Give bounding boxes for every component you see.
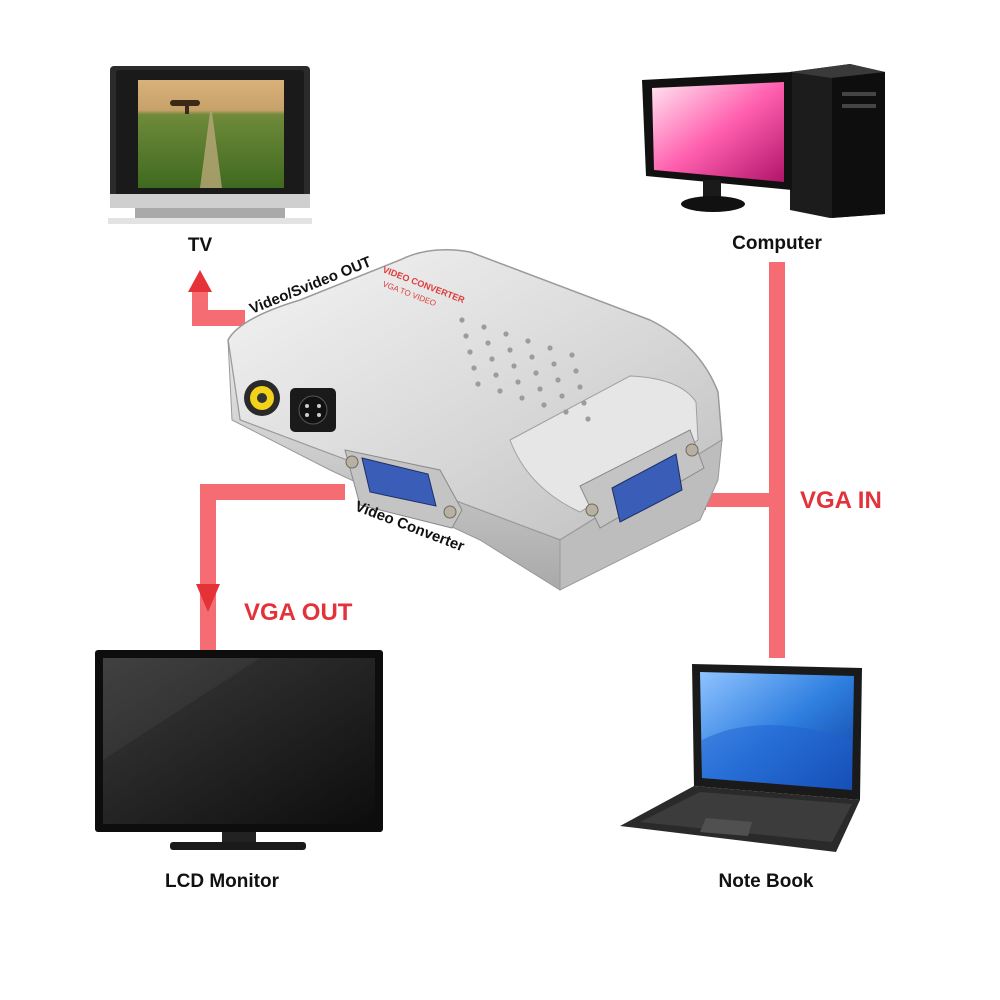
vent-hole [459,317,465,323]
lcd-monitor-device: LCD Monitor [95,650,383,892]
vga-out-port-icon [344,449,463,529]
vga-in-label: VGA IN [800,487,882,514]
vent-hole [511,363,517,369]
vent-hole [563,409,569,415]
tv-label: TV [188,235,213,256]
laptop-icon [620,664,862,852]
vent-hole [533,370,539,376]
vga-out-label: VGA OUT [244,599,353,626]
vga-out-line [200,484,345,650]
lcd-monitor-icon [95,650,383,850]
vent-hole [529,354,535,360]
lcd-monitor-label: LCD Monitor [165,871,280,892]
notebook-label: Note Book [719,871,814,892]
crt-tv-icon [108,66,312,224]
vent-hole [485,340,491,346]
vent-hole [551,361,557,367]
desktop-computer-icon [642,64,885,218]
vent-hole [525,338,531,344]
computer-label: Computer [732,233,822,254]
vent-hole [569,352,575,358]
vent-hole [577,384,583,390]
vent-grid [459,317,591,422]
vent-hole [475,381,481,387]
vent-hole [537,386,543,392]
vent-hole [497,388,503,394]
video-out-line [192,288,245,326]
down-arrow-icon [196,584,220,612]
up-arrow-icon [188,270,212,292]
vga-in-port-icon [579,429,705,529]
vent-hole [515,379,521,385]
vent-hole [471,365,477,371]
notebook-device: Note Book [620,664,862,892]
vent-hole [463,333,469,339]
tv-device: TV [108,66,312,256]
connector-lines [188,262,785,658]
vent-hole [547,345,553,351]
vent-hole [581,400,587,406]
vent-hole [493,372,499,378]
vent-hole [573,368,579,374]
vent-hole [559,393,565,399]
vent-hole [519,395,525,401]
vent-hole [503,331,509,337]
vent-hole [467,349,473,355]
vent-hole [555,377,561,383]
vga-video-converter-icon: VIDEO CONVERTER VGA TO VIDEO [227,249,723,591]
vent-hole [585,416,591,422]
computer-device: Computer [642,64,885,254]
vent-hole [481,324,487,330]
vent-hole [489,356,495,362]
svideo-port-icon [290,388,336,432]
vent-hole [541,402,547,408]
rca-port-icon [244,380,280,416]
vent-hole [507,347,513,353]
